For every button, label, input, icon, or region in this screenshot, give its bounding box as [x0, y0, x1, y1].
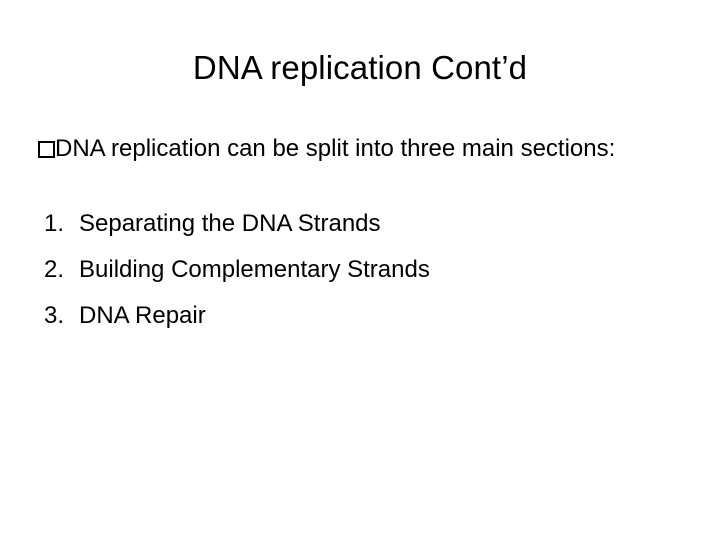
bullet-paragraph: DNA replication can be split into three …: [38, 131, 686, 167]
list-item-number: 2.: [44, 256, 65, 283]
missing-glyph-box-icon: [38, 141, 55, 158]
list-item: 3. DNA Repair: [38, 293, 686, 339]
bullet-paragraph-text: DNA replication can be split into three …: [55, 135, 616, 162]
list-item: 2. Building Complementary Strands: [38, 247, 686, 293]
list-item: 1. Separating the DNA Strands: [38, 201, 686, 247]
list-item-label: DNA Repair: [79, 302, 206, 329]
list-item-label: Separating the DNA Strands: [79, 210, 381, 237]
list-item-label: Building Complementary Strands: [79, 256, 430, 283]
page-title: DNA replication Cont’d: [192, 49, 528, 86]
list-item-number: 1.: [44, 210, 65, 237]
list-item-number: 3.: [44, 302, 65, 329]
slide-body: DNA replication can be split into three …: [38, 131, 686, 339]
numbered-list: 1. Separating the DNA Strands 2. Buildin…: [38, 201, 686, 339]
